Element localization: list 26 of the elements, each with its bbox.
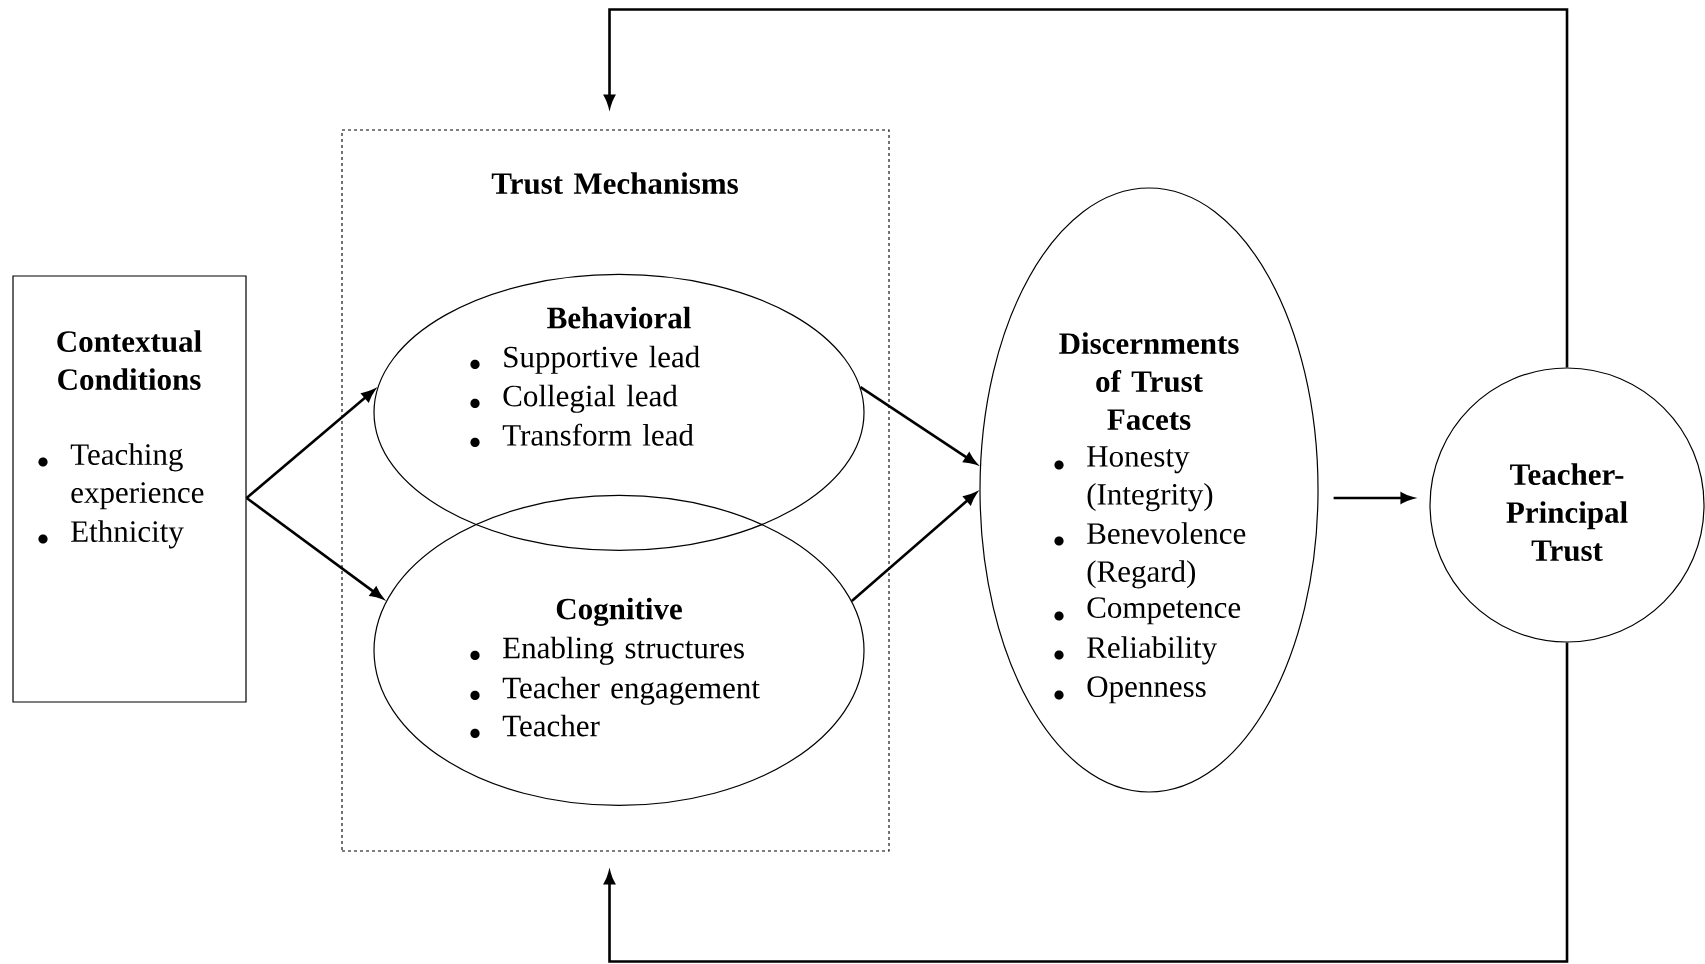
heading: Contextual Conditions	[57, 330, 202, 390]
heading: Behavioral	[547, 306, 691, 329]
bullet-item: Enabling structures	[470, 636, 744, 665]
heading: Trust Mechanisms	[491, 172, 738, 195]
bullet-item: Openness	[1054, 676, 1206, 704]
arrow	[245, 389, 375, 499]
heading: Discernments of Trust Facets	[1059, 332, 1239, 430]
arrow	[245, 496, 384, 600]
bullet-item: Benevolence (Regard)	[1054, 522, 1246, 589]
bullet-item: Teacher engagement	[470, 676, 760, 705]
heading: Teacher-Principal Trust	[1506, 463, 1628, 562]
arrow	[859, 386, 977, 465]
arrow	[604, 8, 1569, 368]
bullet-item: Competence	[1054, 597, 1241, 625]
bullet-item: Collegial lead	[470, 384, 678, 413]
bullet-item: Reliability	[1054, 636, 1217, 665]
bullet-item: Transform lead	[470, 423, 694, 448]
arrow	[851, 492, 977, 602]
arrow	[604, 642, 1569, 963]
bullet-item: Honesty (Integrity)	[1054, 446, 1213, 512]
bullet-item: Ethnicity	[38, 520, 184, 549]
bullet-item: Supportive lead	[470, 345, 700, 374]
bullet-item: Teacher	[470, 714, 600, 739]
heading: Cognitive	[556, 597, 682, 626]
bullet-item: Teaching experience	[38, 443, 204, 510]
arrow	[1333, 492, 1414, 504]
